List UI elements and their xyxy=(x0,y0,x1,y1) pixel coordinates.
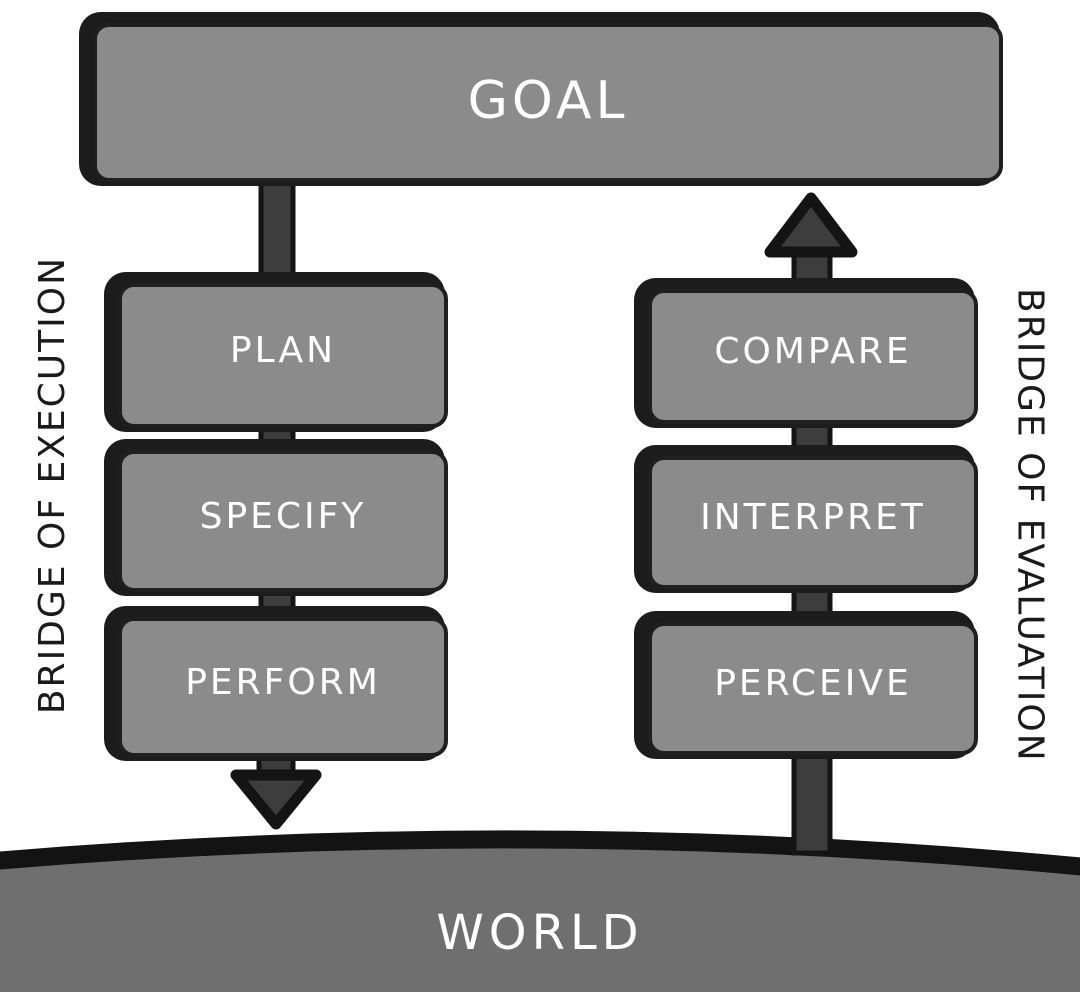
stage-box-face: SPECIFY xyxy=(118,450,448,592)
world-label: WORLD xyxy=(436,905,644,961)
stage-box-face: INTERPRET xyxy=(648,456,978,589)
goal-box-face: GOAL xyxy=(93,23,1003,182)
stage-box-perform: PERFORM xyxy=(104,606,448,761)
bridge-of-evaluation-label: BRIDGE OF EVALUATION xyxy=(1009,287,1051,763)
stage-box-perceive: PERCEIVE xyxy=(634,611,978,759)
stage-box-specify: SPECIFY xyxy=(104,439,448,596)
goal-label: GOAL xyxy=(467,70,629,131)
bridge-of-execution-label-wrap: BRIDGE OF EXECUTION xyxy=(10,200,94,770)
stage-label-compare: COMPARE xyxy=(714,331,912,372)
stage-box-interpret: INTERPRET xyxy=(634,445,978,593)
stage-label-perform: PERFORM xyxy=(185,661,381,703)
stage-box-face: PLAN xyxy=(118,283,448,428)
stage-label-plan: PLAN xyxy=(229,330,337,371)
stage-label-specify: SPECIFY xyxy=(199,495,367,537)
stage-box-face: PERFORM xyxy=(118,617,448,757)
up-arrow-head xyxy=(764,192,858,258)
world-fill xyxy=(0,848,1080,992)
stage-box-face: COMPARE xyxy=(648,289,978,424)
goal-box: GOAL xyxy=(79,12,1003,186)
stage-label-interpret: INTERPRET xyxy=(700,497,926,538)
stage-box-compare: COMPARE xyxy=(634,278,978,428)
bridge-of-execution-label: BRIDGE OF EXECUTION xyxy=(31,255,73,715)
bridge-of-evaluation-label-wrap: BRIDGE OF EVALUATION xyxy=(986,215,1074,835)
down-arrow-head xyxy=(230,769,322,830)
world-shape xyxy=(0,830,1080,992)
stage-box-plan: PLAN xyxy=(104,272,448,432)
stage-label-perceive: PERCEIVE xyxy=(714,663,912,704)
stage-box-face: PERCEIVE xyxy=(648,622,978,755)
